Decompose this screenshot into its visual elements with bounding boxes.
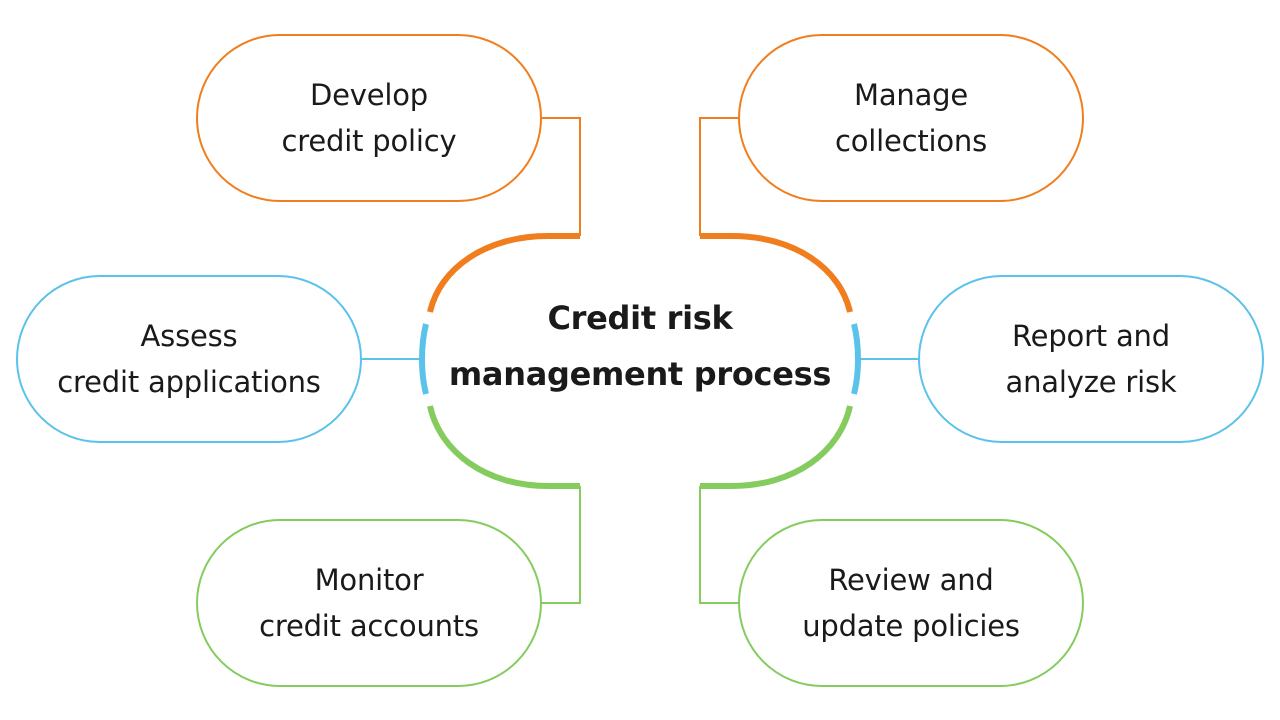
- node-label-line-2: collections: [834, 124, 988, 158]
- connector-review-and-update-policies: [699, 486, 738, 604]
- center-arc-top-right: [700, 233, 853, 313]
- center-title-line-1: Credit risk: [547, 299, 733, 337]
- center-arc-top-left: [427, 233, 580, 313]
- node-manage-collections: Manage collections: [738, 34, 1084, 202]
- node-label-line-1: Monitor: [314, 563, 424, 597]
- node-develop-credit-policy: Develop credit policy: [196, 34, 542, 202]
- node-label-line-1: Review and: [828, 563, 994, 597]
- center-arc-bottom-right: [700, 405, 853, 489]
- node-monitor-credit-accounts: Monitor credit accounts: [196, 519, 542, 687]
- node-review-and-update-policies: Review and update policies: [738, 519, 1084, 687]
- node-label-line-2: update policies: [802, 609, 1020, 643]
- node-label-line-1: Report and: [1012, 319, 1170, 353]
- node-label-line-2: credit applications: [57, 365, 321, 399]
- node-label-line-1: Assess: [140, 319, 238, 353]
- node-label-line-1: Manage: [854, 78, 968, 112]
- connector-develop-credit-policy: [542, 117, 581, 236]
- node-label-line-2: analyze risk: [1005, 365, 1177, 399]
- node-label-line-1: Develop: [310, 78, 428, 112]
- node-label-line-2: credit accounts: [259, 609, 479, 643]
- center-arc-left: [418, 323, 429, 395]
- center-title: Credit risk management process: [430, 290, 850, 402]
- connector-manage-collections: [699, 117, 738, 236]
- center-title-line-2: management process: [448, 355, 832, 393]
- center-arc-right: [851, 323, 862, 395]
- connector-monitor-credit-accounts: [542, 486, 581, 604]
- node-label-line-2: credit policy: [281, 124, 457, 158]
- node-assess-credit-applications: Assess credit applications: [16, 275, 362, 443]
- center-arc-bottom-left: [427, 405, 580, 489]
- node-report-and-analyze-risk: Report and analyze risk: [918, 275, 1264, 443]
